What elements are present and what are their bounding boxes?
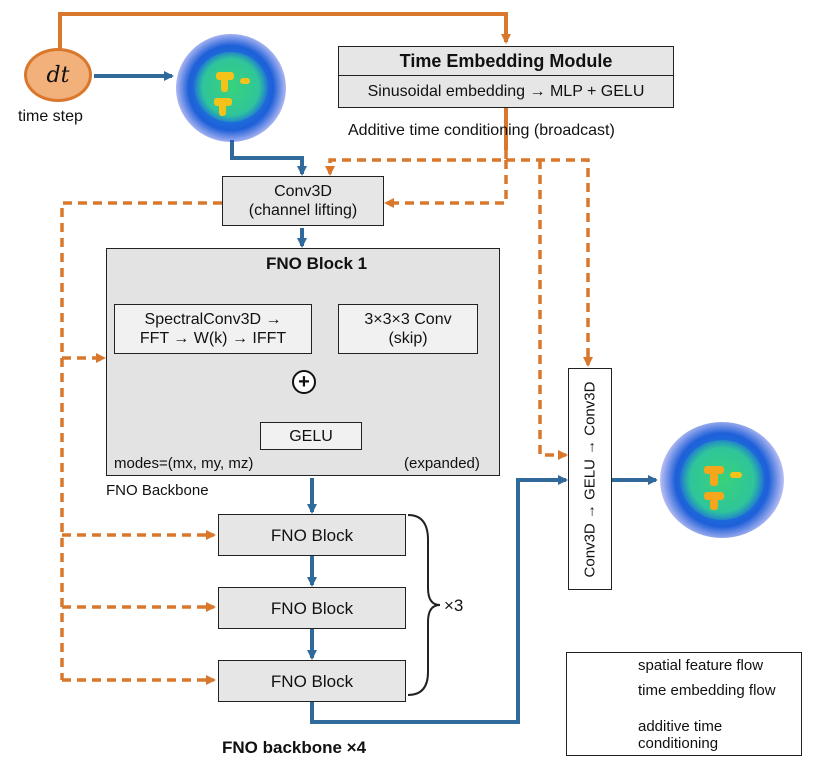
sum-symbol: +: [298, 371, 310, 393]
legend-spatial: spatial feature flow: [638, 657, 764, 674]
time-embedding-title: Time Embedding Module: [339, 47, 673, 76]
fno-block: FNO Block: [218, 514, 406, 556]
timestep-symbol: dt: [46, 62, 70, 88]
spatial-flow-arrow: [310, 475, 568, 724]
conditioning-arrow: [538, 160, 568, 460]
fno-block-1-title: FNO Block 1: [266, 254, 368, 273]
spatial-flow-arrow: [230, 140, 307, 176]
repeat-label: ×3: [444, 596, 464, 615]
time-embedding-module: Time Embedding Module Sinusoidal embeddi…: [338, 46, 674, 108]
repeat-brace: [407, 514, 441, 696]
sum-node: +: [292, 370, 316, 394]
fno-block: FNO Block: [218, 660, 406, 702]
spectral-conv3d: SpectralConv3D → FFT → W(k) → IFFT: [114, 304, 312, 354]
time-conditioning-caption: Additive time conditioning (broadcast): [348, 122, 615, 139]
output-field-heatmap: [660, 422, 784, 538]
skip-conv: 3×3×3 Conv (skip): [338, 304, 478, 354]
gelu-box: GELU: [260, 422, 362, 450]
conditioning-arrow: [60, 201, 222, 680]
timestep-label: time step: [18, 108, 83, 125]
backbone-label: FNO backbone ×4: [222, 738, 367, 757]
legend-time-embedding: time embedding flow: [638, 682, 776, 699]
conv-lift-line1: Conv3D: [274, 183, 332, 200]
spectral-line2: FFT → W(k) → IFFT: [139, 330, 287, 347]
timestep-node: dt: [24, 48, 92, 102]
fno-block-label: FNO Block: [270, 525, 354, 545]
fno-backbone-caption: FNO Backbone: [106, 482, 209, 499]
output-head: Conv3D → GELU → Conv3D: [568, 368, 612, 590]
time-embedding-flow-arrow: [58, 12, 511, 62]
legend: [566, 652, 802, 756]
fno-block: FNO Block: [218, 587, 406, 629]
conditioning-arrow: [325, 150, 508, 176]
conditioning-arrow: [384, 160, 508, 208]
time-embedding-subtitle: Sinusoidal embedding → MLP + GELU: [367, 82, 645, 100]
conv-lift-line2: (channel lifting): [248, 202, 358, 219]
input-field-heatmap: [176, 34, 286, 142]
conv3d-channel-lifting: Conv3D (channel lifting): [222, 176, 384, 226]
skip-line1: 3×3×3 Conv: [364, 311, 452, 328]
fno-block-label: FNO Block: [270, 671, 354, 691]
output-head-label: Conv3D → GELU → Conv3D: [581, 381, 599, 577]
modes-label: modes=(mx, my, mz): [114, 455, 254, 472]
spectral-line1: SpectralConv3D →: [144, 311, 282, 328]
conditioning-arrow: [506, 158, 593, 367]
skip-line2: (skip): [388, 330, 428, 347]
expanded-label: (expanded): [404, 455, 480, 472]
gelu-label: GELU: [289, 427, 333, 445]
fno-block-label: FNO Block: [270, 598, 354, 618]
legend-additive: additive time conditioning: [638, 718, 723, 752]
